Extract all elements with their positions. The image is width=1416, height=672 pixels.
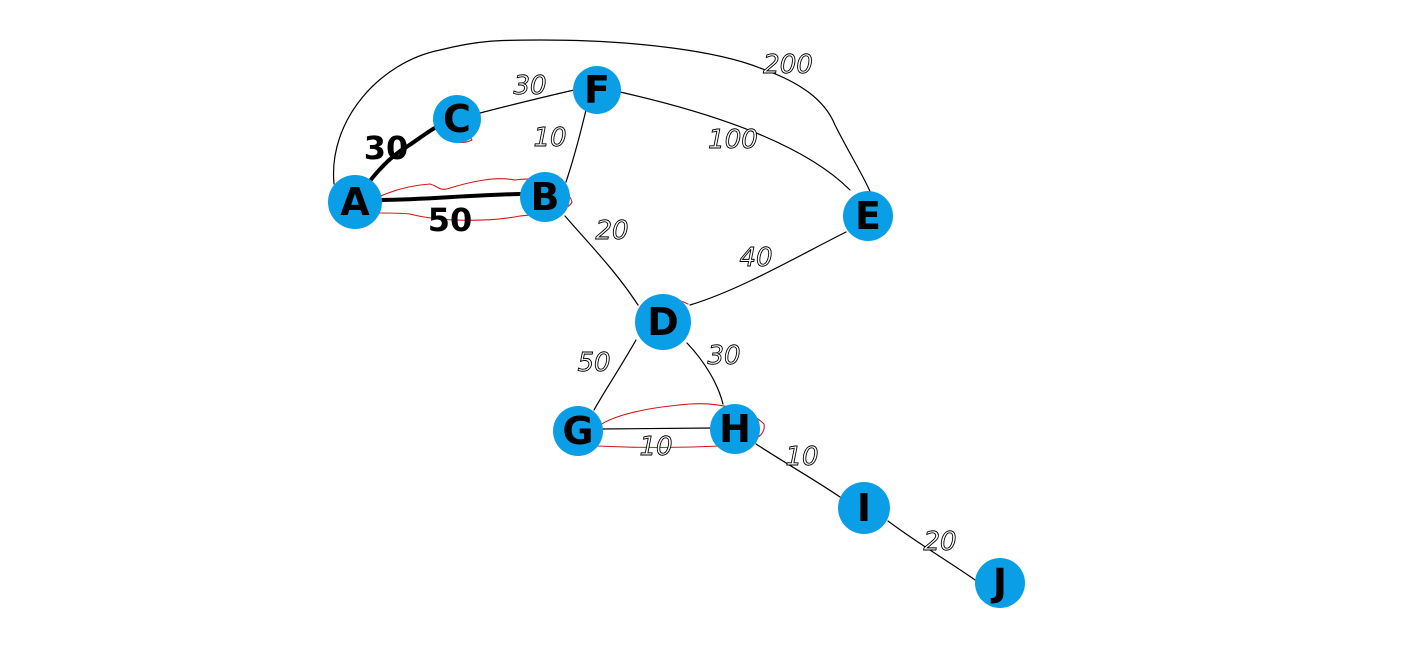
node-i-label: I [857, 486, 871, 530]
edge-d-g [593, 339, 637, 411]
edge-i-j [887, 520, 979, 583]
node-g: G [553, 406, 603, 456]
node-f-label: F [584, 68, 610, 112]
weight-d-h: 30 [707, 341, 740, 371]
node-h: H [710, 404, 760, 454]
node-b-label: B [531, 175, 560, 219]
node-c-circle [433, 95, 481, 143]
node-j-circle [975, 558, 1025, 608]
weight-a-e: 200 [763, 50, 813, 80]
node-c: C [433, 95, 481, 143]
edge-h-i [755, 443, 841, 498]
node-d-circle [635, 294, 691, 350]
edge-a-c-bold [364, 123, 442, 188]
node-e-label: E [855, 194, 881, 238]
node-i: I [838, 482, 890, 534]
node-j-label: J [990, 561, 1007, 605]
edge-d-h [686, 342, 724, 405]
edge-d-e [689, 231, 847, 306]
weight-f-b: 10 [533, 123, 566, 153]
edge-f-b [565, 109, 587, 183]
weight-a-b: 50 [428, 201, 473, 239]
node-a: A [328, 175, 382, 229]
node-b-circle [520, 172, 570, 222]
node-h-circle [710, 404, 760, 454]
weight-f-e: 100 [708, 125, 758, 155]
weight-c-f: 30 [513, 71, 546, 101]
node-e-circle [843, 191, 893, 241]
weight-d-e: 40 [739, 243, 772, 273]
node-d-label: D [647, 300, 679, 344]
node-b: B [520, 172, 570, 222]
node-g-circle [553, 406, 603, 456]
node-g-label: G [562, 409, 593, 453]
node-c-label: C [443, 97, 471, 141]
edge-f-e [619, 91, 851, 191]
edge-a-b-bold [376, 192, 522, 202]
weight-b-d: 20 [595, 216, 628, 246]
edge-a-e [332, 39, 873, 197]
node-i-circle [838, 482, 890, 534]
weight-h-i: 10 [785, 442, 818, 472]
node-e: E [843, 191, 893, 241]
node-a-circle [328, 175, 382, 229]
node-h-label: H [719, 407, 751, 451]
node-f-circle [573, 66, 621, 114]
node-f: F [573, 66, 621, 114]
weight-d-g: 50 [577, 348, 610, 378]
node-a-label: A [340, 180, 370, 224]
node-d: D [635, 294, 691, 350]
weight-i-j: 20 [923, 527, 956, 557]
edge-c-f [479, 89, 575, 114]
weight-g-h: 10 [639, 432, 672, 462]
weight-a-c: 30 [364, 129, 409, 167]
edge-g-h [599, 427, 715, 430]
edge-b-d [564, 215, 639, 306]
node-j: J [975, 558, 1025, 608]
